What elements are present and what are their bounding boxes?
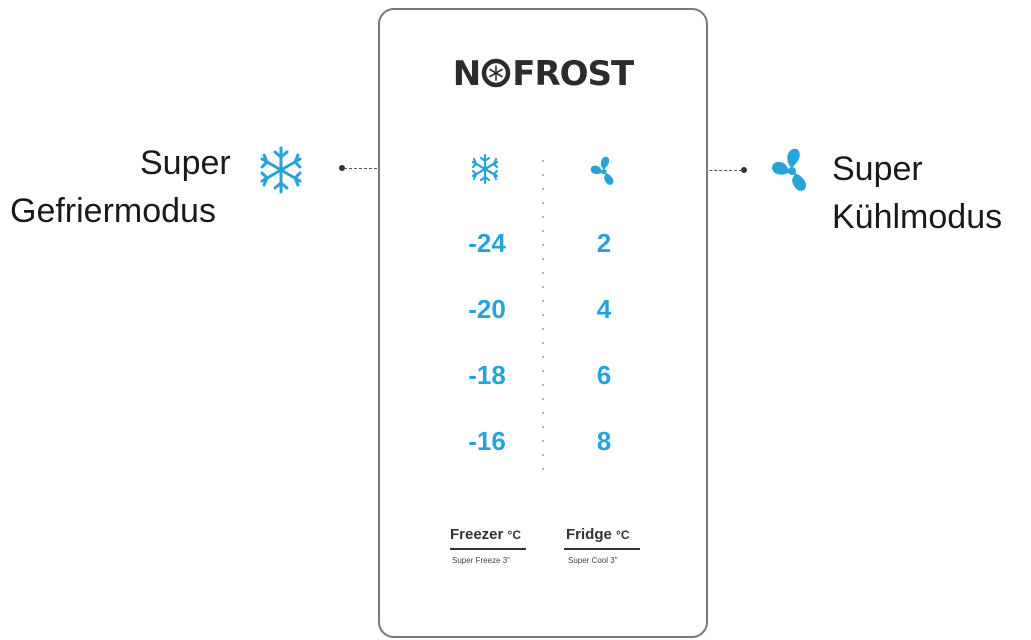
super-freeze-button[interactable] xyxy=(469,153,501,190)
separator-dot xyxy=(542,328,544,330)
left-callout-line2: Gefriermodus xyxy=(10,192,216,230)
separator-dot xyxy=(542,468,544,470)
freezer-sublabel: Super Freeze 3" xyxy=(452,556,510,565)
fridge-underline xyxy=(564,548,640,550)
super-cool-button[interactable] xyxy=(588,155,620,192)
left-callout-line1: Super xyxy=(140,144,231,182)
freezer-value-4[interactable]: -16 xyxy=(468,426,506,456)
no-frost-logo: N FROST xyxy=(380,54,706,94)
right-callout: Super xyxy=(832,146,923,192)
dotted-separator xyxy=(541,160,545,470)
separator-dot xyxy=(542,174,544,176)
separator-dot xyxy=(542,384,544,386)
freezer-label-text: Freezer xyxy=(450,526,504,543)
separator-dot xyxy=(542,398,544,400)
separator-dot xyxy=(542,258,544,260)
left-callout: Super xyxy=(140,140,231,186)
right-leader-dot xyxy=(741,167,747,173)
fridge-value-4[interactable]: 8 xyxy=(596,426,612,456)
fridge-label-text: Fridge xyxy=(566,526,612,543)
panel-snowflake-icon xyxy=(471,153,499,185)
separator-dot xyxy=(542,342,544,344)
freezer-value-3[interactable]: -18 xyxy=(468,360,506,390)
freezer-value-2[interactable]: -20 xyxy=(468,294,506,324)
separator-dot xyxy=(542,202,544,204)
control-panel: N FROST xyxy=(378,8,708,638)
separator-dot xyxy=(542,356,544,358)
separator-dot xyxy=(542,216,544,218)
right-callout-line1: Super xyxy=(832,150,923,188)
fridge-label[interactable]: Fridge °C xyxy=(566,526,629,543)
fridge-value-1[interactable]: 2 xyxy=(596,228,612,258)
snowflake-icon xyxy=(256,145,306,200)
fridge-unit: °C xyxy=(616,528,630,542)
separator-dot xyxy=(542,454,544,456)
left-callout-line2-wrap: Gefriermodus xyxy=(10,188,216,234)
separator-dot xyxy=(542,314,544,316)
freezer-label[interactable]: Freezer °C xyxy=(450,526,521,543)
separator-dot xyxy=(542,160,544,162)
logo-frost: FROST xyxy=(512,54,634,94)
separator-dot xyxy=(542,230,544,232)
separator-dot xyxy=(542,370,544,372)
left-leader-dot xyxy=(339,165,345,171)
logo-o-snowflake-icon xyxy=(481,57,511,88)
separator-dot xyxy=(542,188,544,190)
separator-dot xyxy=(542,300,544,302)
fridge-value-3[interactable]: 6 xyxy=(596,360,612,390)
logo-n: N xyxy=(452,54,481,94)
right-callout-line2: Kühlmodus xyxy=(832,198,1003,236)
separator-dot xyxy=(542,244,544,246)
panel-fan-icon xyxy=(590,156,614,185)
separator-dot xyxy=(542,426,544,428)
fan-icon xyxy=(768,146,816,199)
fridge-value-2[interactable]: 4 xyxy=(596,294,612,324)
separator-dot xyxy=(542,286,544,288)
freezer-value-1[interactable]: -24 xyxy=(468,228,506,258)
freezer-unit: °C xyxy=(507,528,522,542)
separator-dot xyxy=(542,272,544,274)
separator-dot xyxy=(542,440,544,442)
freezer-underline xyxy=(450,548,526,550)
right-callout-line2-wrap: Kühlmodus xyxy=(832,194,1002,240)
separator-dot xyxy=(542,412,544,414)
fridge-sublabel: Super Cool 3" xyxy=(568,556,618,565)
